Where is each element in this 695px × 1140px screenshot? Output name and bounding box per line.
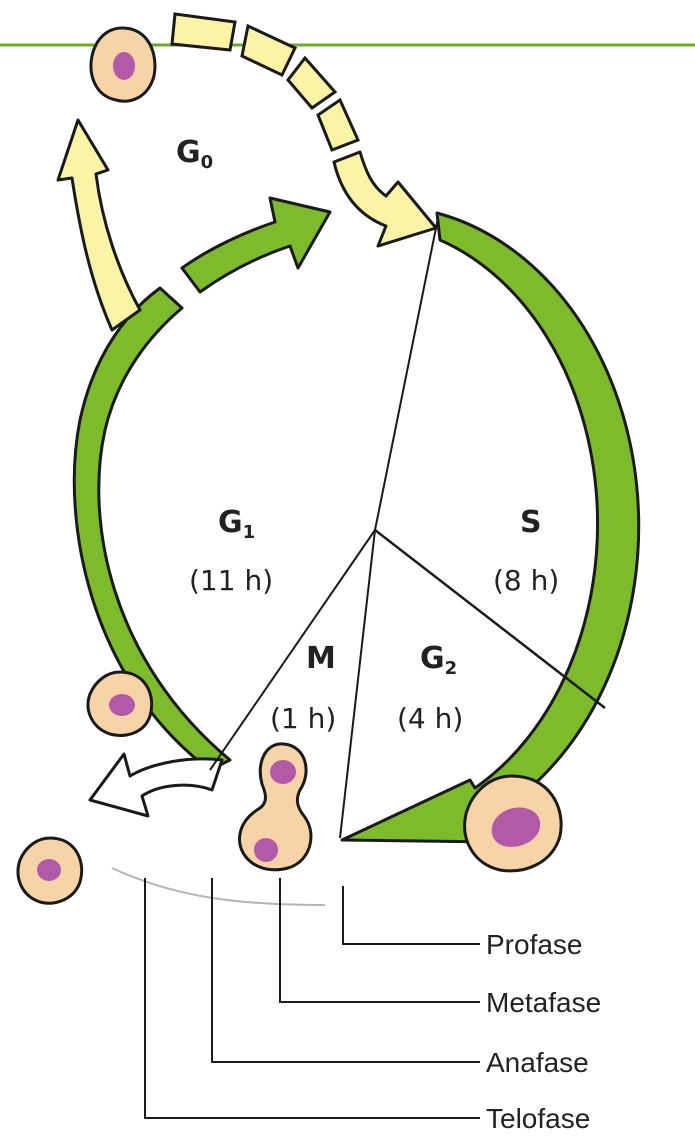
cycle-arrow-top	[180, 196, 332, 294]
g0-arrow-segment	[316, 97, 361, 152]
g0-arrow-segment	[286, 55, 338, 111]
s-duration: (8 h)	[493, 564, 559, 597]
cycle-arrow-g1	[72, 286, 232, 772]
leader-metafase	[279, 878, 480, 1003]
cell-icon	[16, 836, 84, 905]
g0-label: G0	[176, 135, 213, 173]
g0-arrow-return	[332, 150, 438, 248]
divider-s-g2	[374, 529, 606, 709]
dividing-cell-icon	[238, 742, 313, 872]
cell-icon	[86, 670, 154, 737]
s-label: S	[520, 505, 542, 540]
g2-duration: (4 h)	[397, 702, 463, 735]
g2-label: G2	[420, 641, 457, 679]
divider-m-g1	[209, 529, 376, 771]
cycle-arrow-main	[340, 211, 641, 844]
stage-label-telofase: Telofase	[486, 1103, 590, 1134]
g0-arrow-segment	[170, 12, 237, 52]
stage-label-metafase: Metafase	[486, 987, 601, 1018]
exit-arrow	[88, 752, 224, 818]
m-label: M	[306, 641, 336, 676]
cell-icon	[463, 774, 563, 873]
leader-profase	[342, 886, 480, 945]
divider-g1-s	[374, 217, 439, 531]
g1-label: G1	[218, 505, 255, 543]
leader-anafase	[211, 878, 480, 1063]
mitosis-base-arc	[111, 867, 326, 906]
divider-g2-m	[339, 529, 376, 839]
m-duration: (1 h)	[270, 702, 336, 735]
cell-icon	[89, 26, 157, 103]
stage-label-anafase: Anafase	[486, 1047, 589, 1078]
g1-duration: (11 h)	[189, 564, 273, 597]
g0-arrow-exit	[56, 118, 142, 332]
leader-telofase	[144, 878, 480, 1119]
stage-label-profase: Profase	[486, 929, 583, 960]
g0-arrow-segment	[240, 23, 298, 77]
